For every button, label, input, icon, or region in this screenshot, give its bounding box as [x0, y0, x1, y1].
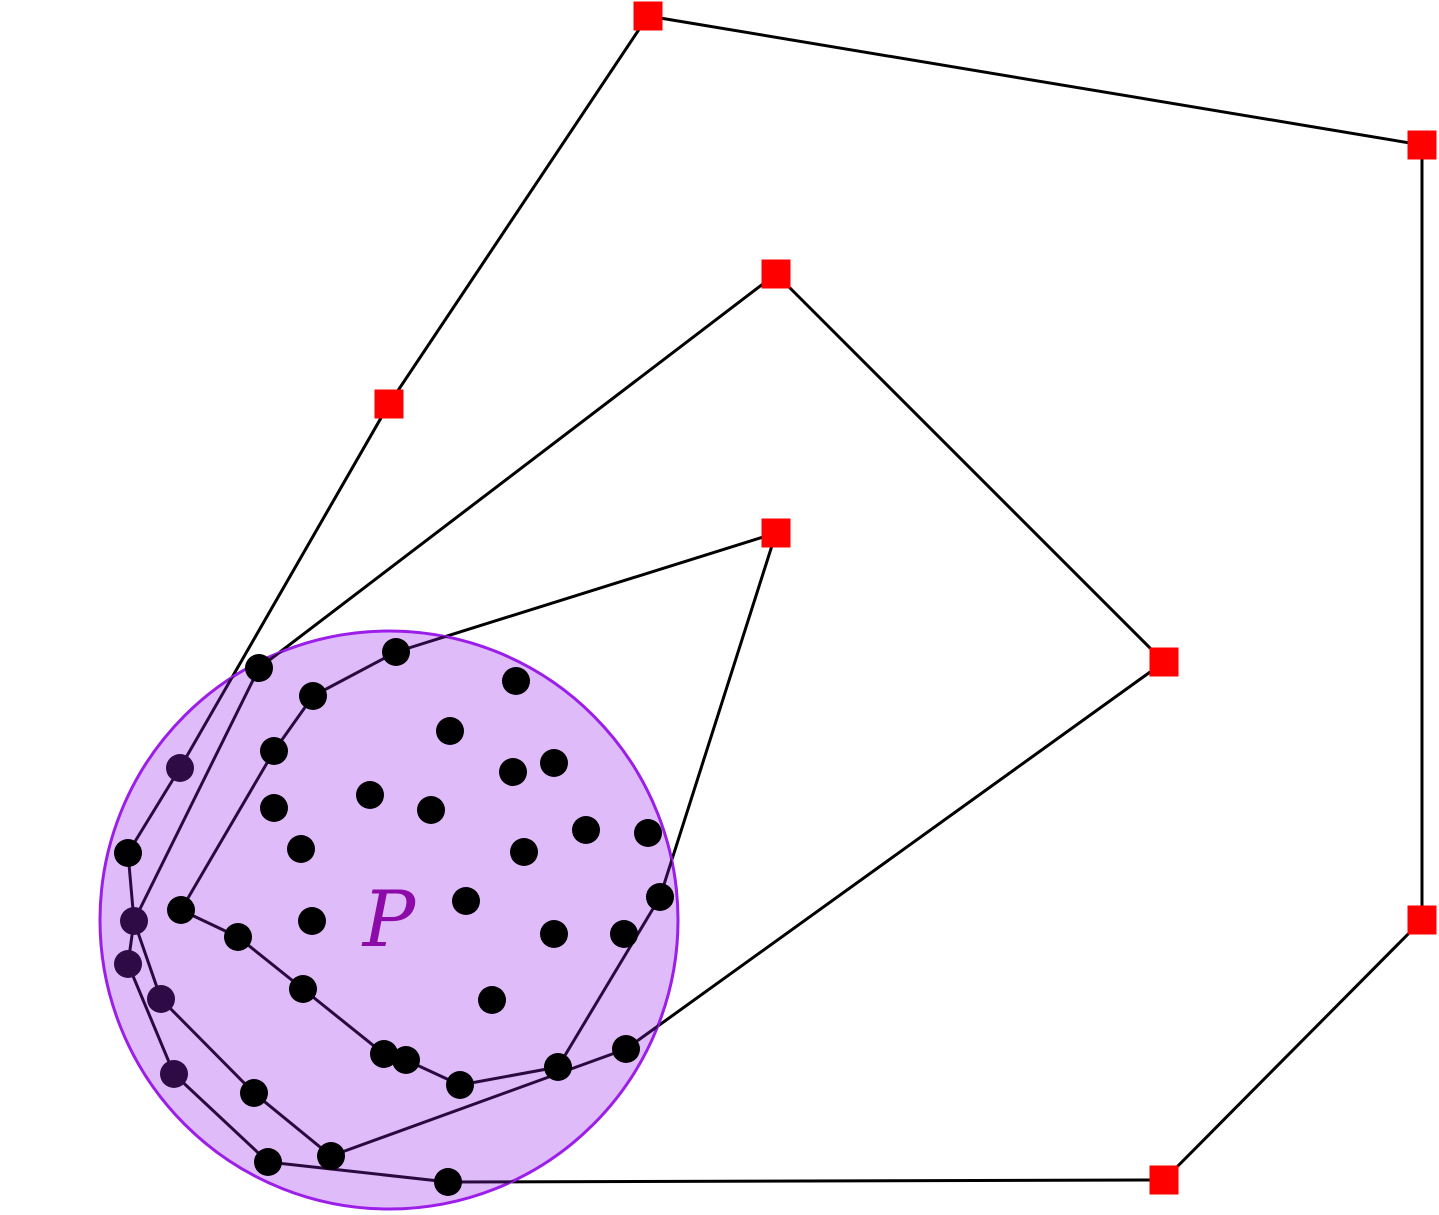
point: [287, 835, 315, 863]
point: [499, 758, 527, 786]
red-square-vertex: [761, 518, 791, 548]
point: [540, 749, 568, 777]
point: [634, 819, 662, 847]
point: [240, 1079, 268, 1107]
red-square-vertex: [1149, 1165, 1179, 1195]
point: [260, 794, 288, 822]
point: [147, 985, 175, 1013]
point: [160, 1060, 188, 1088]
point: [120, 907, 148, 935]
point: [260, 737, 288, 765]
point: [245, 654, 273, 682]
point: [299, 682, 327, 710]
point: [254, 1148, 282, 1176]
point: [436, 717, 464, 745]
point: [224, 923, 252, 951]
red-square-vertex: [1149, 647, 1179, 677]
point: [610, 920, 638, 948]
point: [572, 816, 600, 844]
point: [612, 1035, 640, 1063]
point: [356, 781, 384, 809]
point-set: [114, 638, 674, 1196]
red-square-vertex: [761, 259, 791, 289]
point: [114, 950, 142, 978]
point: [370, 1040, 398, 1068]
red-square-vertex: [633, 1, 663, 31]
point: [646, 883, 674, 911]
point: [502, 667, 530, 695]
point: [510, 838, 538, 866]
point: [446, 1071, 474, 1099]
hull-vertices-squares: [374, 1, 1437, 1195]
point: [434, 1168, 462, 1196]
point: [544, 1053, 572, 1081]
point: [166, 754, 194, 782]
red-square-vertex: [1407, 905, 1437, 935]
point: [114, 839, 142, 867]
point: [392, 1046, 420, 1074]
point: [298, 907, 326, 935]
point: [289, 975, 317, 1003]
point: [478, 986, 506, 1014]
red-square-vertex: [374, 389, 404, 419]
point: [540, 920, 568, 948]
point: [382, 638, 410, 666]
red-square-vertex: [1407, 130, 1437, 160]
point: [452, 887, 480, 915]
point: [317, 1142, 345, 1170]
point: [417, 796, 445, 824]
region-p-disk: [98, 629, 680, 1211]
point: [167, 896, 195, 924]
region-label: P: [361, 875, 417, 965]
